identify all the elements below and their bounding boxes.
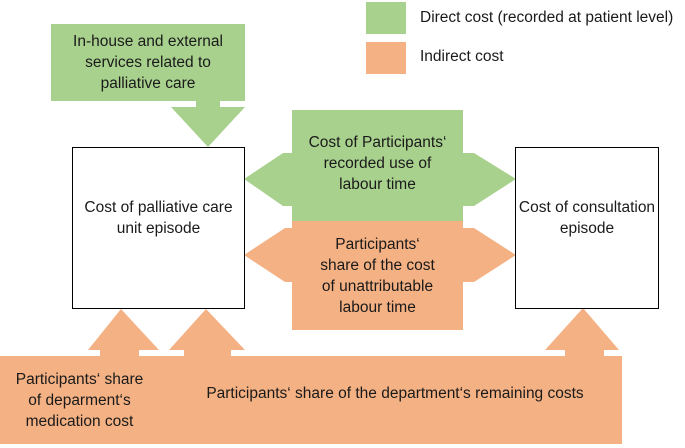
medication-cost-arrow [0,309,159,444]
medication-cost-label: Participants‘ share of deparment‘s medic… [15,370,144,430]
labour-time-label: Cost of Participants‘ recorded use of la… [308,133,447,193]
legend-direct-swatch [366,2,406,34]
inhouse-services-label: In-house and external services related t… [73,32,223,92]
consultation-episode-label: Cost of consultation episode [518,199,656,237]
legend-indirect-swatch [366,42,406,74]
legend-direct-label: Direct cost (recorded at patient level) [420,9,674,26]
labour-time-arrow [244,110,516,221]
unattributable-labour-label: Participants‘ share of the cost of unatt… [320,236,435,316]
remaining-costs-label: Participants‘ share of the department‘s … [206,384,584,402]
inhouse-services-arrow [51,24,245,147]
consultation-episode-box [515,147,659,309]
legend-indirect-label: Indirect cost [420,48,504,65]
remaining-costs-arrow [159,308,622,444]
palliative-episode-label: Cost of palliative care unit episode [84,199,233,237]
unattributable-labour-arrow [244,221,516,330]
palliative-episode-box [72,147,245,309]
